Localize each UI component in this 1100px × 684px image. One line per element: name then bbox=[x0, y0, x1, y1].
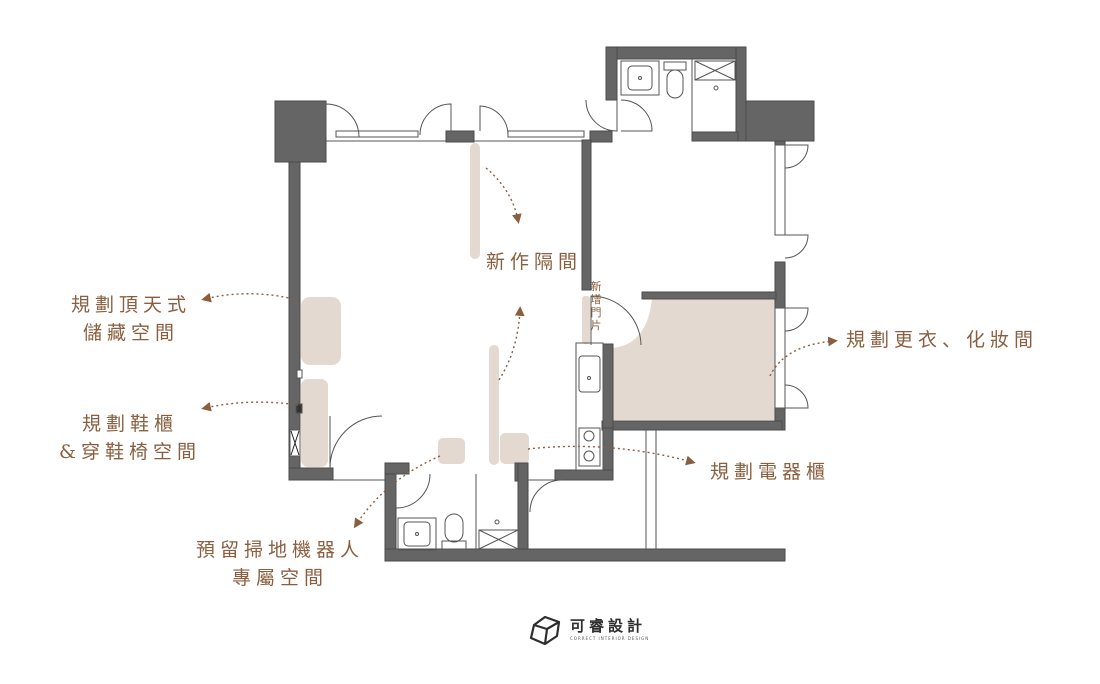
shoe-cabinet-zone bbox=[301, 379, 328, 467]
label-shoe-cabinet: 規劃鞋櫃 &穿鞋椅空間 bbox=[59, 413, 201, 463]
arrow-partition-up bbox=[498, 306, 525, 381]
door-entrance bbox=[329, 415, 383, 469]
bath2-shower-head bbox=[494, 519, 500, 525]
windows bbox=[326, 59, 786, 549]
wall-bath-right bbox=[735, 46, 747, 142]
window-top-right bbox=[507, 130, 585, 138]
bath-sink-basin bbox=[627, 65, 653, 91]
logo-name: 可睿設計 bbox=[570, 617, 647, 635]
bath2-sink-drain bbox=[415, 532, 419, 536]
bath2-toilet-tank bbox=[441, 540, 467, 550]
wall-closet-top bbox=[641, 291, 777, 300]
door-top-mid-right bbox=[479, 105, 509, 136]
wall-right-upper bbox=[774, 140, 786, 146]
label-new-door: 新 增 門 片 bbox=[590, 280, 602, 332]
bath2-vanity bbox=[397, 517, 437, 551]
partition-new-wall bbox=[470, 143, 480, 259]
stove-burner-1 bbox=[583, 430, 595, 442]
fixtures bbox=[289, 60, 736, 551]
shoe-cabinet-mark bbox=[295, 403, 303, 414]
bath2-sink-basin bbox=[403, 521, 431, 547]
wall-right-mid bbox=[774, 261, 786, 309]
kitchen-sink-drain bbox=[587, 376, 591, 380]
bath-shower bbox=[694, 60, 736, 81]
label-new-partition: 新作隔間 bbox=[486, 251, 583, 273]
label-appliance-cabinet: 規劃電器櫃 bbox=[710, 461, 831, 483]
door-bath-2 bbox=[620, 99, 653, 132]
door-right-mid bbox=[784, 307, 809, 332]
label-ceiling-storage: 規劃頂天式 儲藏空間 bbox=[70, 294, 191, 344]
door-right-window bbox=[784, 234, 809, 259]
arrow-new-partition bbox=[485, 167, 522, 224]
walls bbox=[274, 46, 815, 562]
arrow-appliance bbox=[527, 445, 696, 466]
kitchen-sink bbox=[578, 355, 601, 393]
bath2-shower bbox=[478, 529, 519, 550]
bath-shower-head bbox=[713, 85, 719, 91]
wall-bottom-left bbox=[288, 467, 334, 481]
arrow-ceiling-storage bbox=[201, 292, 299, 303]
robot-vacuum-spot-right bbox=[500, 433, 529, 464]
arrow-robot-vacuum bbox=[353, 455, 441, 529]
cube-icon bbox=[529, 615, 561, 646]
bath-vanity bbox=[620, 60, 660, 96]
wall-bath-bottom bbox=[691, 131, 739, 142]
doors bbox=[325, 99, 809, 513]
door-right-upper bbox=[784, 144, 809, 169]
wall-closet-bottom bbox=[601, 420, 783, 431]
annotation-arrows bbox=[201, 167, 838, 529]
robot-vacuum-spot-left bbox=[438, 438, 465, 464]
wall-kitchen-divider bbox=[602, 343, 614, 431]
door-right-lower bbox=[784, 384, 809, 409]
door-bath2 bbox=[395, 473, 431, 509]
wall-kitchen-bottom bbox=[554, 469, 614, 481]
walk-in-closet-zone bbox=[612, 299, 775, 420]
wall-bath2-right bbox=[517, 462, 529, 562]
intercom-panel bbox=[296, 369, 303, 379]
label-walk-in-closet: 規劃更衣、化妝間 bbox=[846, 329, 1039, 351]
door-bath bbox=[585, 99, 618, 132]
bath2-toilet-bowl bbox=[444, 513, 464, 543]
arrow-closet bbox=[769, 336, 838, 377]
door-top-mid-left bbox=[419, 103, 452, 136]
robot-vacuum-column bbox=[489, 345, 499, 465]
wall-top-stub bbox=[445, 130, 475, 143]
window-right-upper bbox=[774, 144, 786, 236]
ceiling-storage-zone bbox=[301, 297, 341, 365]
door-top-left bbox=[325, 103, 360, 138]
logo-tagline: CORRECT INTERIOR DESIGN bbox=[570, 636, 650, 641]
label-robot-vacuum: 預留掃地機器人 專屬空間 bbox=[195, 539, 364, 589]
wall-bath-left bbox=[605, 46, 618, 101]
column-top-left bbox=[274, 100, 327, 163]
wall-bottom bbox=[384, 548, 786, 562]
kitchen-counter bbox=[575, 342, 604, 471]
bath-sink-drain bbox=[638, 76, 642, 80]
wall-interior-vertical bbox=[581, 139, 592, 291]
door-closet bbox=[590, 295, 642, 346]
partition-new-door-leaf bbox=[582, 296, 590, 344]
column-top-right bbox=[737, 100, 815, 142]
bath-toilet-tank bbox=[663, 61, 687, 71]
bath-toilet-bowl bbox=[666, 69, 684, 99]
stove-burner-2 bbox=[583, 450, 595, 462]
arrow-shoe-cabinet bbox=[201, 401, 299, 412]
wall-top-right-stub bbox=[589, 130, 613, 143]
wall-bath2-left bbox=[384, 462, 397, 562]
window-top-left bbox=[335, 130, 419, 138]
wall-bath-top bbox=[605, 46, 747, 60]
highlight-zones bbox=[301, 143, 775, 467]
door-kitchen-side bbox=[529, 479, 563, 513]
window-right-lower bbox=[774, 307, 786, 409]
wall-bath2-top bbox=[384, 462, 410, 475]
